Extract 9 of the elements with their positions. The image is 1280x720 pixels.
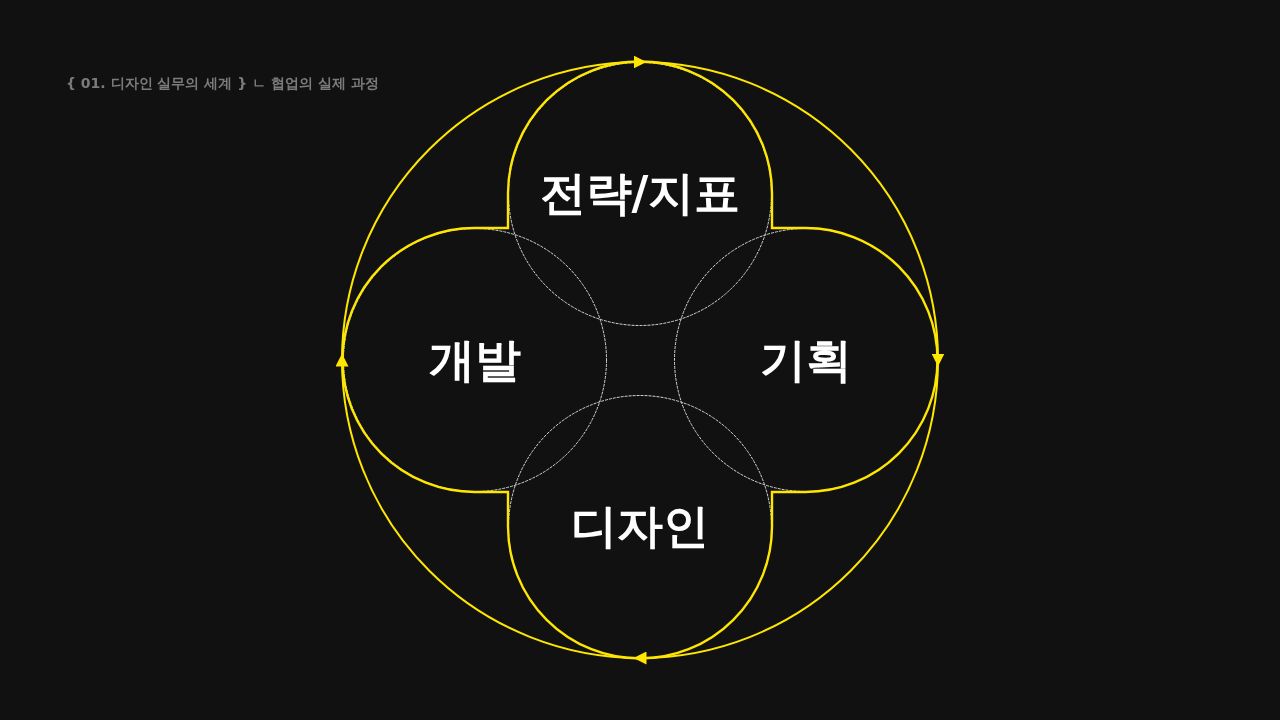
node-label: 개발 xyxy=(428,335,521,385)
heading-text: { 01. 디자인 실무의 세계 } ㄴ 협업의 실제 과정 xyxy=(66,76,379,92)
node-label: 기획 xyxy=(759,335,852,385)
circle-node xyxy=(342,228,607,492)
node-label: 디자인 xyxy=(571,502,709,551)
circle-node xyxy=(508,61,772,326)
cycle-arrow xyxy=(335,353,641,659)
node-label: 전략/지표 xyxy=(539,169,741,218)
cycle-arrow xyxy=(639,61,945,367)
